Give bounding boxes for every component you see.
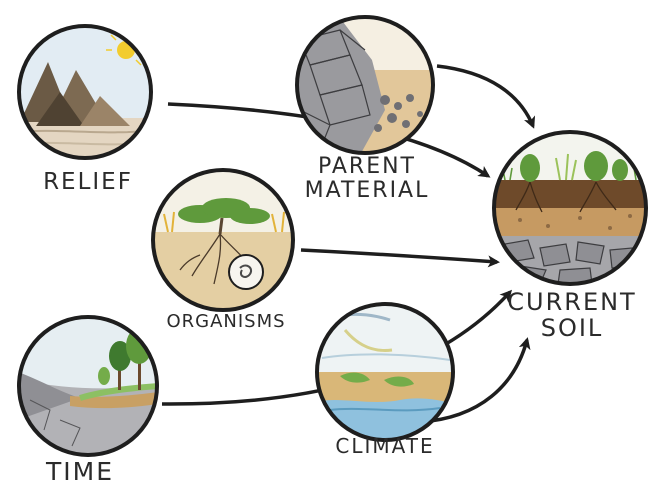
climate-illustration (315, 302, 455, 442)
relief-label: RELIEF (43, 169, 133, 195)
arrow-climate-to-soil (419, 337, 531, 424)
soil-illustration (492, 130, 648, 286)
organisms-label: ORGANISMS (166, 311, 286, 332)
time-illustration (17, 315, 159, 457)
relief-illustration (17, 24, 153, 160)
arrow-organisms-to-soil (300, 248, 500, 268)
current-soil-label: CURRENT SOIL (507, 288, 637, 342)
climate-label: CLIMATE (335, 434, 435, 458)
time-label: TIME (45, 457, 114, 486)
arrow-parent-material-to-soil (436, 64, 536, 129)
parent-material-label: PARENT MATERIAL (304, 154, 430, 203)
organisms-illustration (151, 168, 295, 312)
parent-material-illustration (295, 15, 435, 155)
